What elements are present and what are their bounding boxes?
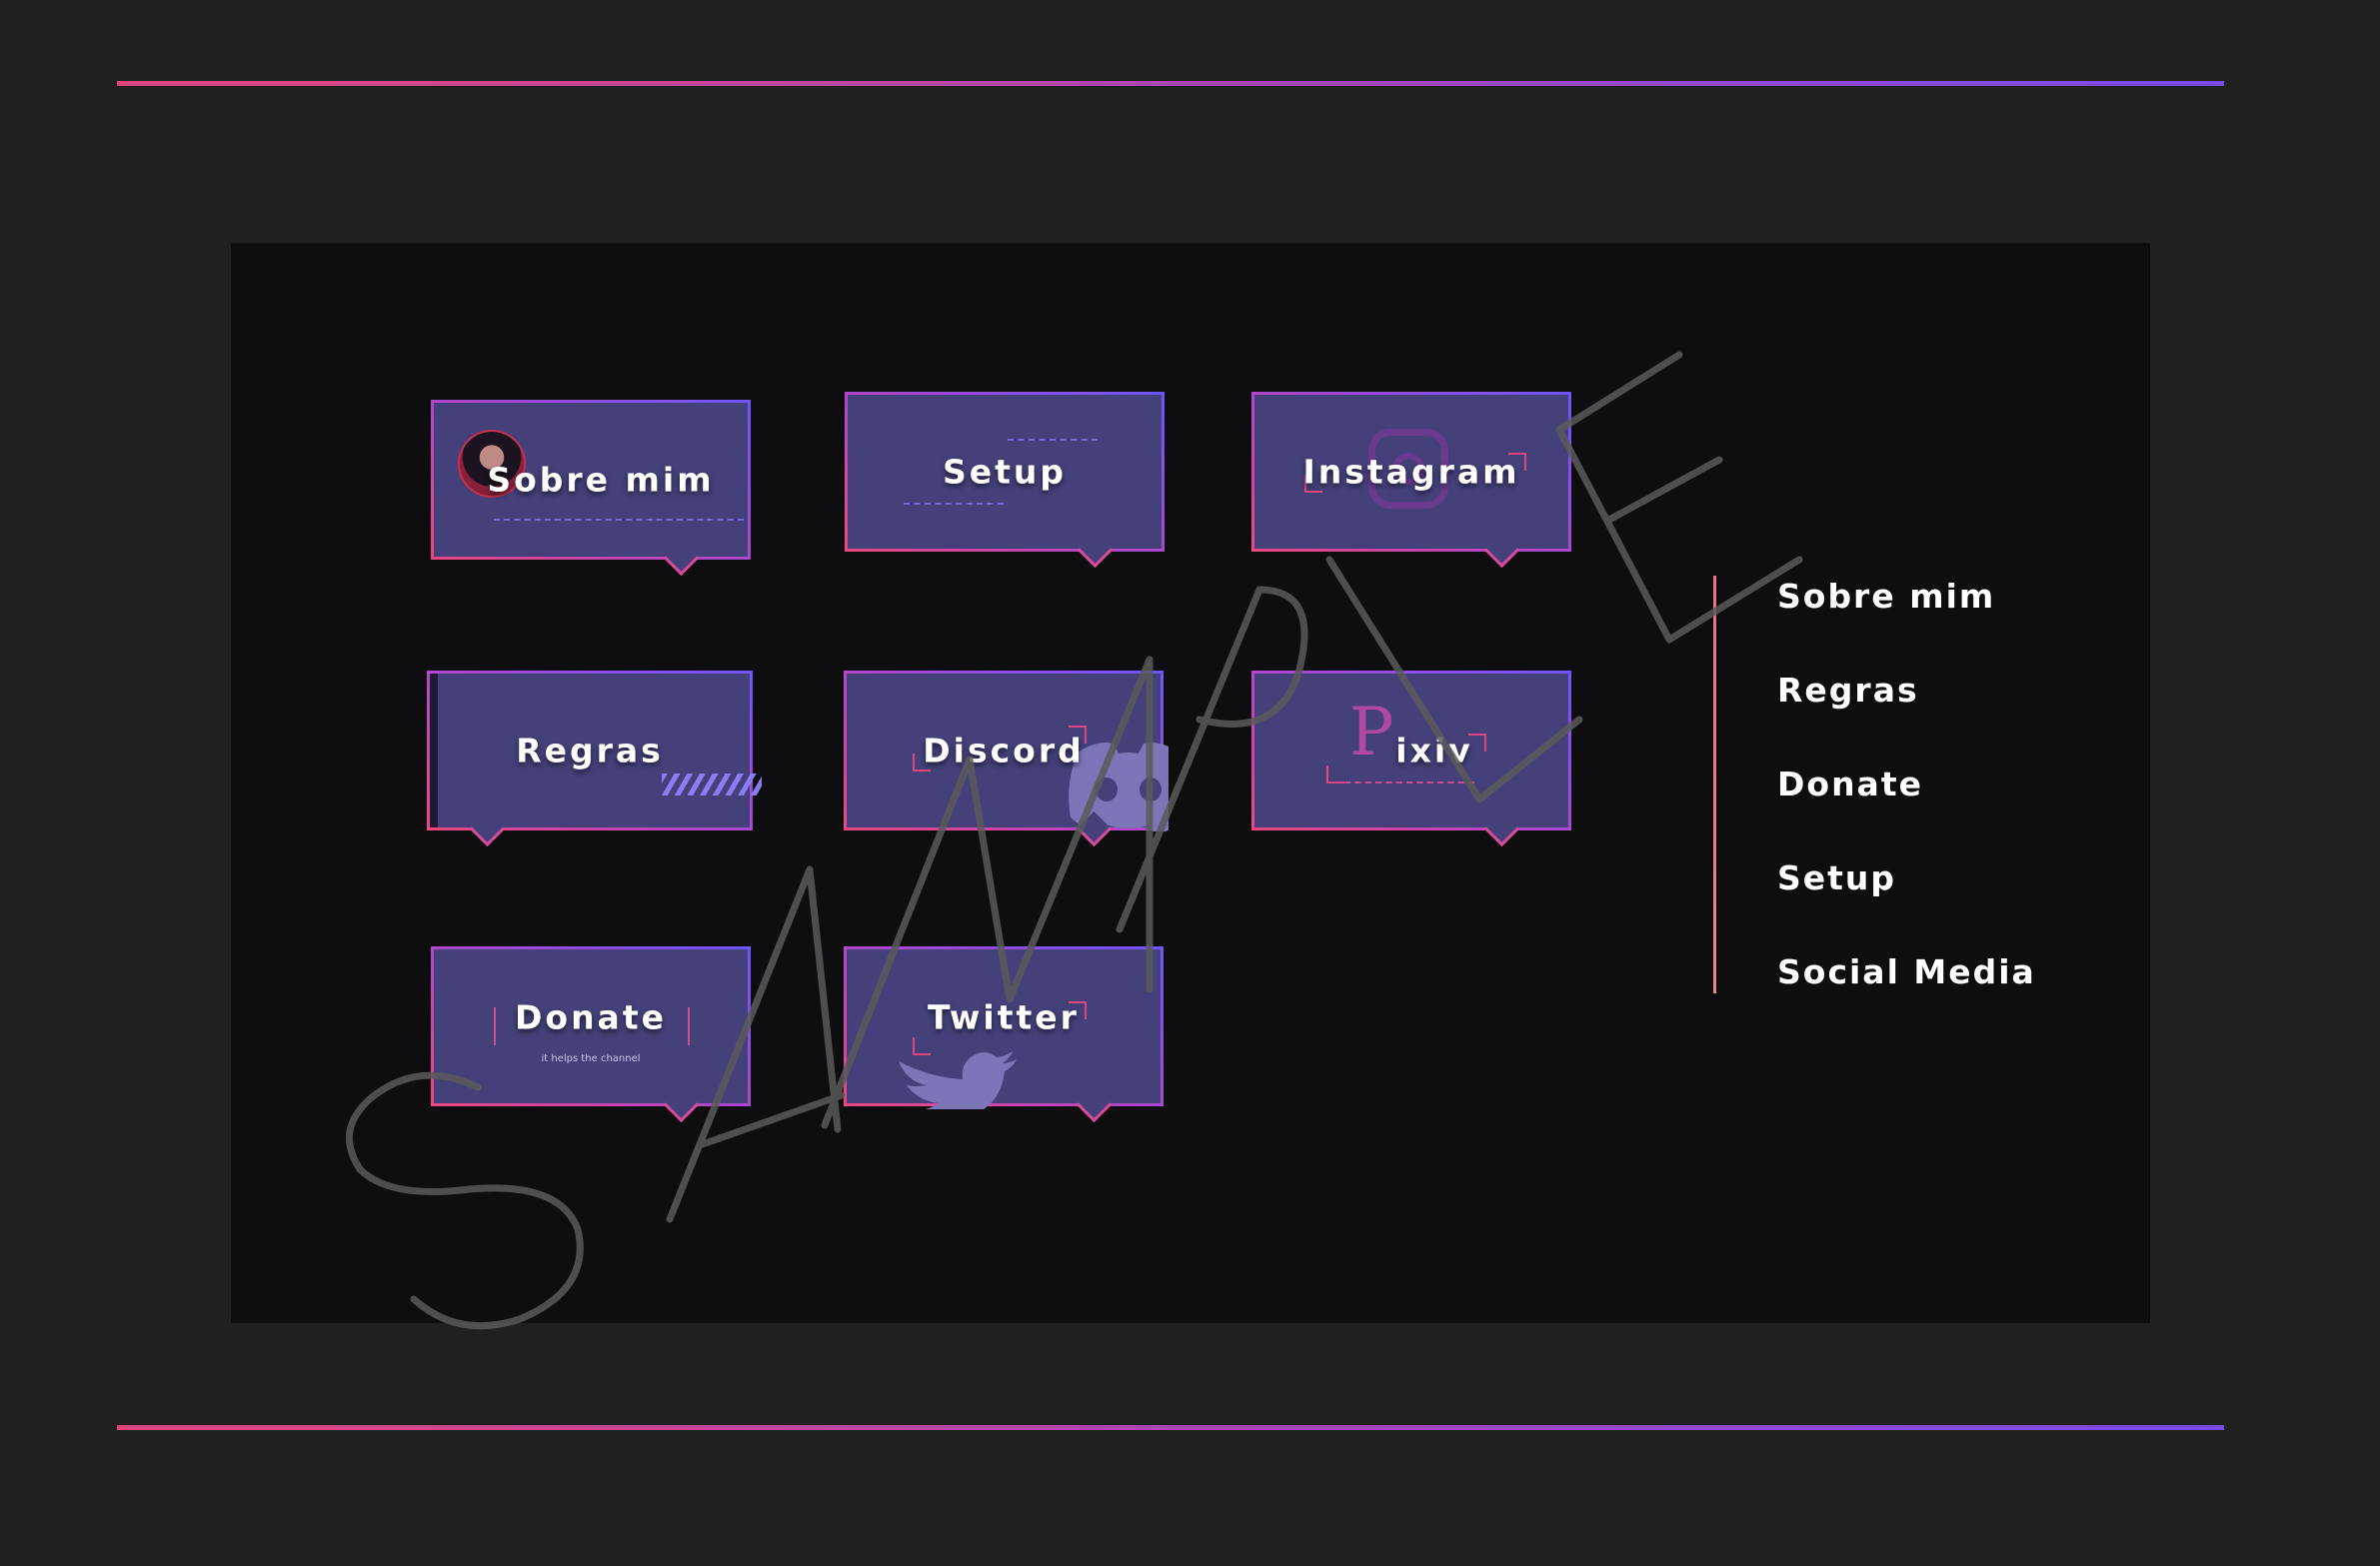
menu-divider [1713, 576, 1716, 993]
twitter-bird-icon [897, 1051, 1017, 1109]
panel-preview-canvas: Sobre mim Setup Instagram Regras [231, 243, 2150, 1323]
panel-sublabel: it helps the channel [541, 1053, 641, 1064]
panel-donate[interactable]: Donate it helps the channel [431, 946, 751, 1123]
panel-pointer [1483, 810, 1520, 847]
side-bar [430, 674, 438, 827]
panel-label: Instagram [1302, 452, 1520, 492]
instagram-icon [1368, 429, 1448, 509]
panel-instagram[interactable]: Instagram [1251, 392, 1571, 569]
panel-pointer [663, 540, 700, 577]
panel-pointer [1483, 532, 1520, 569]
menu-item-sobre-mim[interactable]: Sobre mim [1777, 577, 1996, 616]
panel-label: Regras [516, 731, 664, 771]
panel-label: Sobre mim [487, 460, 715, 500]
bottom-divider [117, 1425, 2224, 1430]
avatar [458, 430, 526, 498]
corner-bracket [1304, 475, 1322, 493]
dashed-accent [1008, 439, 1098, 441]
dashed-underline [1334, 782, 1474, 783]
panel-pointer [663, 1086, 700, 1123]
panel-pointer [469, 810, 506, 847]
panel-setup[interactable]: Setup [845, 392, 1165, 569]
panel-label: ixiv [1395, 731, 1473, 771]
menu-item-setup[interactable]: Setup [1777, 858, 1897, 897]
panel-label: Setup [942, 452, 1068, 492]
menu-item-donate[interactable]: Donate [1777, 765, 1923, 803]
menu-item-social-media[interactable]: Social Media [1777, 952, 2036, 991]
panel-label: Twitter [928, 997, 1080, 1037]
panel-pixiv[interactable]: P ixiv [1251, 671, 1571, 847]
panel-pointer [1076, 1086, 1113, 1123]
panel-label: Donate [515, 997, 667, 1037]
stripes-accent [662, 774, 762, 795]
dashed-underline [494, 519, 744, 521]
panel-label: Discord [923, 731, 1085, 771]
panel-sobre-mim[interactable]: Sobre mim [431, 400, 751, 577]
top-divider [117, 81, 2224, 86]
dashed-accent [904, 503, 1004, 505]
divider-left [494, 1007, 496, 1045]
menu-item-regras[interactable]: Regras [1777, 671, 1919, 710]
corner-bracket [913, 1037, 931, 1055]
panel-regras[interactable]: Regras [427, 671, 762, 847]
panel-pointer [1077, 532, 1114, 569]
panel-discord[interactable]: Discord [844, 671, 1169, 847]
panel-twitter[interactable]: Twitter [844, 946, 1164, 1123]
corner-bracket [1508, 453, 1526, 471]
